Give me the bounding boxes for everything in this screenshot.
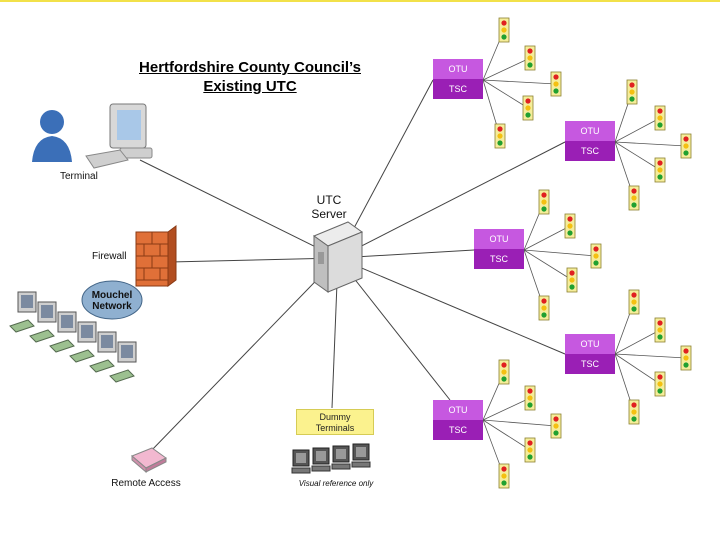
mouchel-network-label: Mouchel Network [82,290,142,312]
signal-link [482,419,557,427]
signal-link [482,79,557,85]
signal-link [614,329,661,355]
signal-link [614,141,687,147]
traffic-light-icon [494,123,506,149]
server-line-2: Server [311,207,347,221]
tsc-label: TSC [565,141,615,161]
signal-link [482,79,529,109]
traffic-light-icon [498,17,510,43]
signal-link [614,353,661,385]
dummy-terminals-label: Dummy Terminals [296,409,374,435]
signal-link [523,249,597,257]
otu-tsc-box-1: OTU TSC [433,59,483,99]
dummy-terminal-icon [331,445,351,470]
traffic-light-icon [550,71,562,97]
tsc-label: TSC [474,249,524,269]
traffic-light-icon [498,463,510,489]
signal-link [523,249,573,281]
otu-label: OTU [433,400,483,420]
signal-link [482,397,531,421]
workstation-icon [29,301,57,343]
traffic-light-icon [628,185,640,211]
traffic-light-icon [654,371,666,397]
traffic-light-icon [628,399,640,425]
traffic-light-icon [590,243,602,269]
server-line-1: UTC [316,193,342,207]
traffic-light-icon [524,385,536,411]
traffic-light-icon [680,345,692,371]
top-rule [0,0,720,2]
workstation-icon [69,321,97,363]
dummy-line-2: Terminals [315,423,355,433]
signal-link [614,141,661,171]
otu-label: OTU [565,121,615,141]
firewall-icon [135,225,177,287]
link-otu-4 [337,257,566,355]
terminal-monitor-icon [85,103,153,169]
otu-label: OTU [474,229,524,249]
signal-link [482,419,531,451]
workstation-icon [9,291,37,333]
link-terminal [139,159,339,259]
traffic-light-icon [654,157,666,183]
traffic-light-icon [680,133,692,159]
traffic-light-icon [654,317,666,343]
link-otu-5 [337,257,451,401]
otu-tsc-box-3: OTU TSC [474,229,524,269]
otu-label: OTU [565,334,615,354]
utc-server-icon [312,221,364,293]
traffic-light-icon [524,45,536,71]
traffic-light-icon [524,437,536,463]
dummy-terminal-icon [291,449,311,474]
tsc-label: TSC [565,354,615,374]
link-otu-2 [337,141,566,259]
traffic-light-icon [566,267,578,293]
traffic-light-icon [564,213,576,239]
signal-link [614,117,661,143]
visual-reference-note: Visual reference only [298,479,374,488]
signal-link [482,57,531,81]
traffic-light-icon [538,189,550,215]
title-line-1: Hertfordshire County Council’s [139,59,361,76]
workstation-cluster-icon [9,280,143,383]
dummy-terminals-icon [291,443,371,474]
otu-tsc-box-5: OTU TSC [433,400,483,440]
signal-link [614,353,687,359]
workstation-icon [109,341,137,383]
remote-access-label: Remote Access [111,478,181,489]
mouchel-line-2: Network [92,301,132,312]
otu-label: OTU [433,59,483,79]
dummy-line-1: Dummy [319,412,351,422]
terminal-label: Terminal [60,171,98,182]
link-firewall [169,257,339,263]
mouchel-line-1: Mouchel [91,290,133,301]
signal-links [482,29,687,477]
utc-server-label: UTC Server [296,193,362,221]
tsc-label: TSC [433,420,483,440]
tsc-label: TSC [433,79,483,99]
traffic-light-icon [538,295,550,321]
traffic-lights [494,17,692,489]
traffic-light-icon [550,413,562,439]
workstation-icon [49,311,77,353]
traffic-light-icon [628,289,640,315]
traffic-light-icon [498,359,510,385]
signal-link [523,225,571,251]
link-remote-access [149,257,339,453]
user-person-icon [32,110,72,162]
otu-tsc-box-2: OTU TSC [565,121,615,161]
remote-access-router-icon [131,447,167,474]
dummy-terminal-icon [311,447,331,472]
traffic-light-icon [522,95,534,121]
dummy-terminal-icon [351,443,371,468]
otu-tsc-box-4: OTU TSC [565,334,615,374]
firewall-label: Firewall [92,251,127,262]
traffic-light-icon [654,105,666,131]
title-line-2: Existing UTC [203,78,297,95]
workstation-icon [89,331,117,373]
traffic-light-icon [626,79,638,105]
diagram-title: Hertfordshire County Council’s Existing … [120,58,380,96]
